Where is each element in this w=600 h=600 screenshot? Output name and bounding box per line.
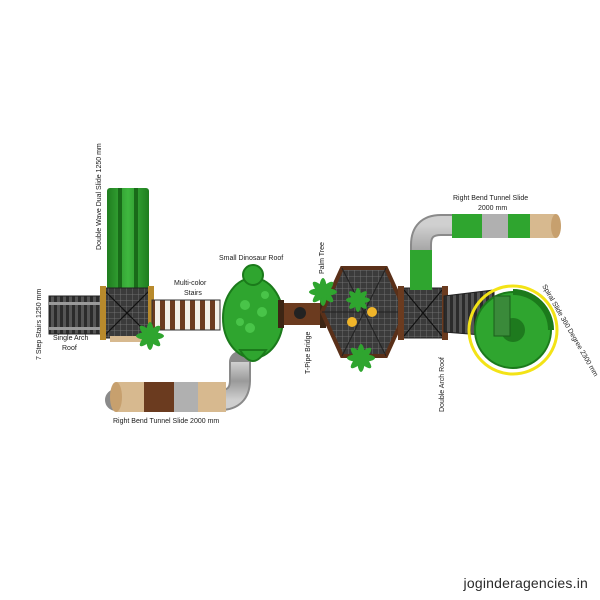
label-single-arch-roof-line2: Roof bbox=[62, 345, 77, 352]
bottom-tunnel-slide bbox=[105, 351, 251, 412]
label-multi-color-stairs-line2: Stairs bbox=[184, 290, 202, 297]
label-multi-color-stairs-line1: Multi-color bbox=[174, 280, 207, 287]
spiral-slide bbox=[467, 284, 559, 376]
label-right-bend-tunnel-slide-bottom: Right Bend Tunnel Slide 2000 mm bbox=[113, 418, 219, 425]
top-tunnel-slide bbox=[410, 214, 561, 290]
label-double-arch-roof: Double Arch Roof bbox=[439, 357, 446, 412]
label-seven-step-stairs: 7 Step Stairs 1250 mm bbox=[36, 289, 43, 360]
label-right-bend-tunnel-slide-top-line1: Right Bend Tunnel Slide bbox=[453, 195, 528, 202]
hex-deck bbox=[319, 266, 409, 358]
label-small-dinosaur-roof: Small Dinosaur Roof bbox=[219, 255, 283, 262]
label-right-bend-tunnel-slide-top-line2: 2000 mm bbox=[478, 205, 507, 212]
palm-tree bbox=[136, 278, 375, 372]
t-pipe-bridge bbox=[278, 300, 326, 328]
label-double-wave-dual-slide: Double Wave Dual Slide 1250 mm bbox=[96, 143, 103, 250]
double-arch-roof-deck bbox=[398, 286, 448, 340]
double-wave-dual-slide bbox=[107, 188, 149, 290]
label-t-pipe-bridge: T-Pipe Bridge bbox=[305, 331, 312, 374]
multi-color-stairs bbox=[151, 299, 221, 331]
watermark: joginderagencies.in bbox=[463, 575, 588, 591]
seven-step-stairs bbox=[48, 295, 105, 335]
small-dinosaur-roof bbox=[222, 264, 284, 362]
label-palm-tree: Palm Tree bbox=[319, 242, 326, 274]
single-arch-roof-deck bbox=[100, 286, 155, 342]
label-single-arch-roof-line1: Single Arch bbox=[53, 335, 89, 342]
